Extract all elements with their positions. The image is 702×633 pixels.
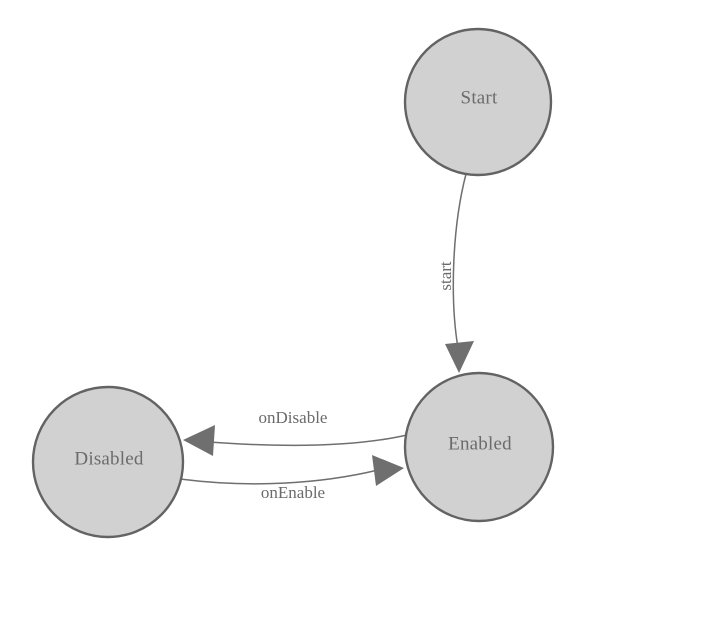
arrowhead-into-enabled-top: [445, 341, 474, 373]
edge-start-to-enabled[interactable]: start: [436, 173, 474, 373]
node-start-circle: [403, 27, 553, 177]
arrowhead-into-disabled: [183, 425, 215, 456]
arrowhead-into-enabled-left: [372, 455, 404, 486]
node-enabled[interactable]: Enabled: [403, 371, 555, 523]
edge-enabled-to-disabled[interactable]: onDisable: [183, 408, 408, 456]
edge-enabled-to-disabled-path: [195, 434, 408, 446]
node-enabled-circle: [403, 371, 555, 523]
node-start[interactable]: Start: [403, 27, 553, 177]
edge-start-to-enabled-path: [452, 173, 467, 349]
node-disabled-circle: [31, 385, 185, 539]
edge-label-on-disable: onDisable: [259, 408, 328, 427]
node-disabled[interactable]: Disabled: [31, 385, 185, 539]
node-disabled-label: Disabled: [74, 448, 143, 469]
edge-disabled-to-enabled-path: [179, 469, 379, 485]
node-enabled-label: Enabled: [448, 433, 512, 454]
edge-label-start: start: [436, 261, 455, 291]
node-start-label: Start: [461, 87, 498, 108]
edge-disabled-to-enabled[interactable]: onEnable: [179, 455, 404, 502]
edge-label-on-enable: onEnable: [261, 483, 325, 502]
